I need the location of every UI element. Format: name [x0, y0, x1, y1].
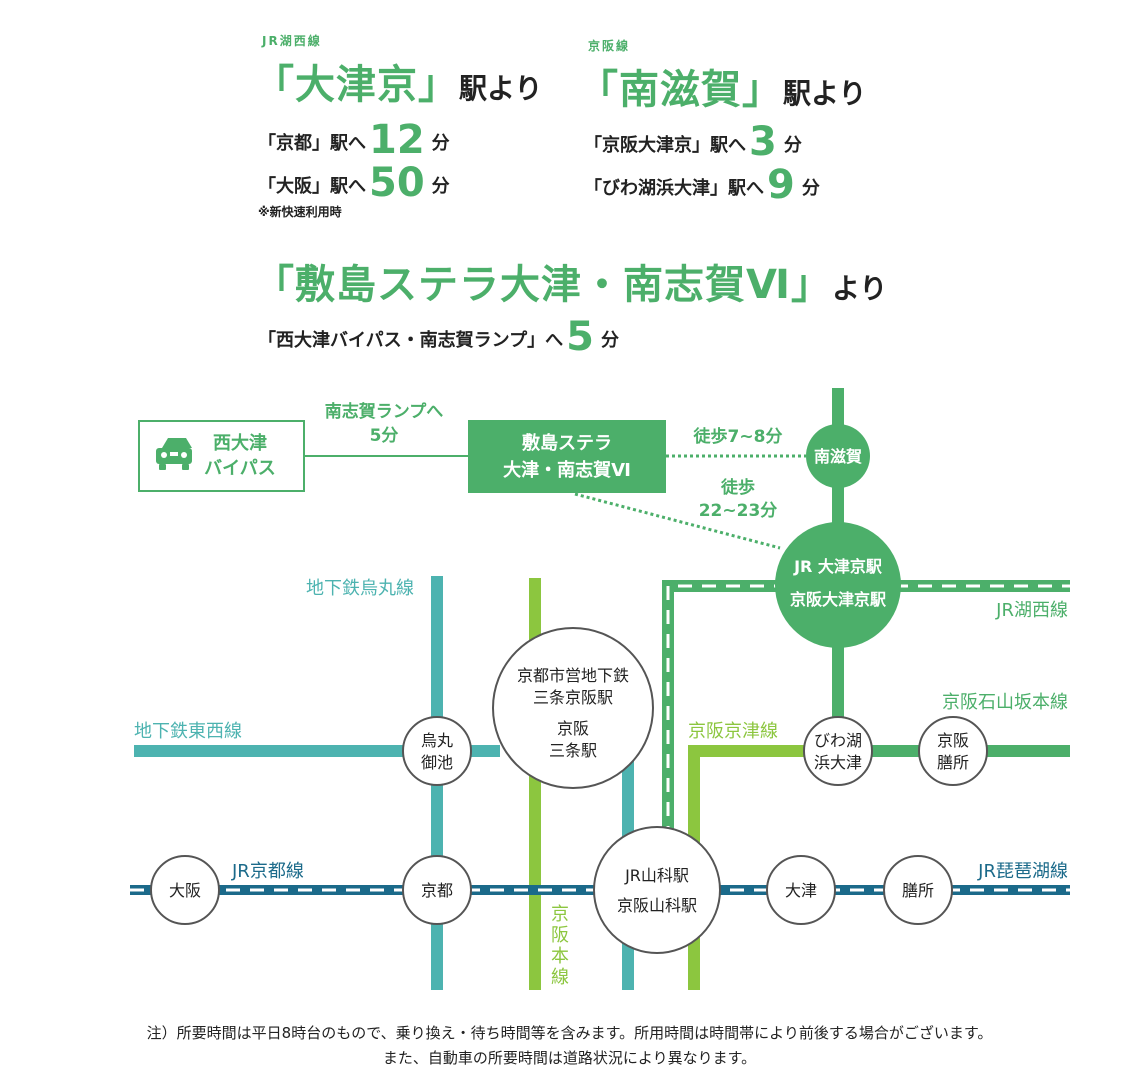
row-unit: 分	[431, 176, 450, 197]
jr-kosei-line-dash	[666, 584, 1070, 840]
kosei-line-map-label: JR湖西線	[995, 600, 1068, 621]
hamaotsu-station-marker	[803, 716, 873, 786]
row-destination: 「大阪」駅へ	[258, 176, 366, 197]
yamashina-label-2: 京阪山科駅	[617, 896, 697, 915]
row-destination: 「京都」駅へ	[258, 133, 366, 154]
yamashina-label-1: JR山科駅	[624, 866, 689, 885]
bypass-label-1: 西大津	[213, 432, 267, 454]
otsukyo-station-name: 「大津京」	[254, 62, 459, 108]
jr-biwako-line-label: JR琵琶湖線	[977, 861, 1068, 882]
minamishiga-station-name: 「南滋賀」	[578, 67, 783, 113]
yamashina-station-marker	[593, 826, 721, 954]
tozai-line-label: 地下鉄東西線	[134, 721, 242, 742]
jr-kyoto-line-label: JR京都線	[231, 861, 304, 882]
karasuma-oike-station-marker	[402, 716, 472, 786]
minamishiga-station-label: 南滋賀	[814, 447, 862, 466]
walk-label-otsukyo-1: 徒歩	[720, 477, 755, 498]
kyoto-station-label: 京都	[421, 881, 453, 900]
row-minutes: 9	[767, 162, 795, 208]
otsukyo-heading: 「大津京」駅より	[254, 52, 542, 110]
minamishiga-suffix: 駅より	[783, 77, 867, 110]
row-unit: 分	[783, 135, 802, 156]
row-minutes: 12	[369, 117, 425, 163]
keihan-main-line-label: 京阪本線	[551, 904, 569, 988]
row-minutes: 3	[749, 119, 777, 165]
otsukyo-row-kyoto: 「京都」駅へ12 分	[258, 117, 450, 163]
row-destination: 「西大津バイパス・南志賀ランプ」へ	[258, 330, 564, 351]
property-box-label-2: 大津・南志賀Ⅵ	[503, 459, 631, 481]
karasuma-oike-label-1: 烏丸	[421, 731, 453, 750]
ramp-label-2: 5分	[370, 426, 399, 446]
bypass-label-2: バイパス	[204, 458, 276, 479]
footnote-line-2: また、自動車の所要時間は道路状況により異なります。	[382, 1049, 757, 1067]
hamaotsu-label-1: びわ湖	[814, 731, 862, 750]
walk-label-otsukyo-2: 22~23分	[699, 501, 778, 521]
row-unit: 分	[600, 330, 619, 351]
ramp-label-1: 南志賀ランプへ	[325, 401, 444, 422]
otsukyo-station-label-2: 京阪大津京駅	[790, 590, 887, 609]
otsukyo-station-marker	[775, 522, 901, 648]
property-suffix: より	[831, 272, 888, 305]
kyoto-station-marker	[402, 855, 472, 925]
shinkaisoku-note: ※新快速利用時	[258, 205, 342, 219]
otsukyo-suffix: 駅より	[459, 72, 543, 105]
otsu-station-marker	[766, 855, 836, 925]
zeze-station-marker	[883, 855, 953, 925]
keishin-line-label: 京阪京津線	[688, 721, 778, 742]
osaka-station-label: 大阪	[169, 881, 201, 900]
row-minutes: 5	[566, 314, 594, 360]
karasuma-oike-label-2: 御池	[421, 753, 453, 772]
ishiyama-sakamoto-line-label: 京阪石山坂本線	[942, 692, 1068, 713]
sanjo-station-marker	[492, 627, 654, 789]
keihan-line-label: 京阪線	[588, 39, 631, 53]
walk-label-minamishiga: 徒歩7~8分	[693, 426, 783, 447]
sanjo-station-label-2: 三条京阪駅	[533, 688, 613, 707]
osaka-station-marker	[150, 855, 220, 925]
kosei-line-label: JR湖西線	[262, 34, 322, 48]
property-name: 「敷島ステラ大津・南志賀Ⅵ」	[254, 262, 832, 308]
karasuma-line-label: 地下鉄烏丸線	[306, 578, 414, 599]
otsukyo-row-osaka: 「大阪」駅へ50 分	[258, 160, 450, 206]
row-destination: 「びわ湖浜大津」駅へ	[584, 178, 764, 199]
footnote-line-1: 注）所要時間は平日8時台のもので、乗り換え・待ち時間等を含みます。所用時間は時間…	[146, 1024, 993, 1042]
property-heading: 「敷島ステラ大津・南志賀Ⅵ」より	[254, 252, 887, 310]
row-destination: 「京阪大津京」駅へ	[584, 135, 746, 156]
keihan-zeze-label-1: 京阪	[937, 731, 969, 750]
keihan-zeze-label-2: 膳所	[937, 753, 969, 772]
walk-route-otsukyo	[574, 492, 781, 550]
keihan-zeze-station-marker	[918, 716, 988, 786]
property-box	[468, 420, 666, 493]
car-icon	[156, 438, 192, 470]
row-minutes: 50	[369, 160, 425, 206]
route-map: 西大津 バイパス 南志賀ランプへ 5分 敷島ステラ 大津・南志賀Ⅵ 徒歩7~8分…	[130, 388, 1070, 990]
minamishiga-station-marker	[806, 424, 870, 488]
property-box-label-1: 敷島ステラ	[522, 432, 612, 454]
otsukyo-station-label-1: JR 大津京駅	[793, 557, 883, 576]
row-unit: 分	[801, 178, 820, 199]
minamishiga-heading: 「南滋賀」駅より	[578, 57, 866, 115]
sanjo-station-label-3: 京阪	[557, 719, 589, 738]
sanjo-station-label-4: 三条駅	[549, 741, 597, 760]
sanjo-station-label-1: 京都市営地下鉄	[517, 666, 629, 685]
zeze-station-label: 膳所	[902, 881, 934, 900]
row-unit: 分	[431, 133, 450, 154]
otsu-station-label: 大津	[785, 881, 817, 900]
hamaotsu-label-2: 浜大津	[814, 753, 862, 772]
